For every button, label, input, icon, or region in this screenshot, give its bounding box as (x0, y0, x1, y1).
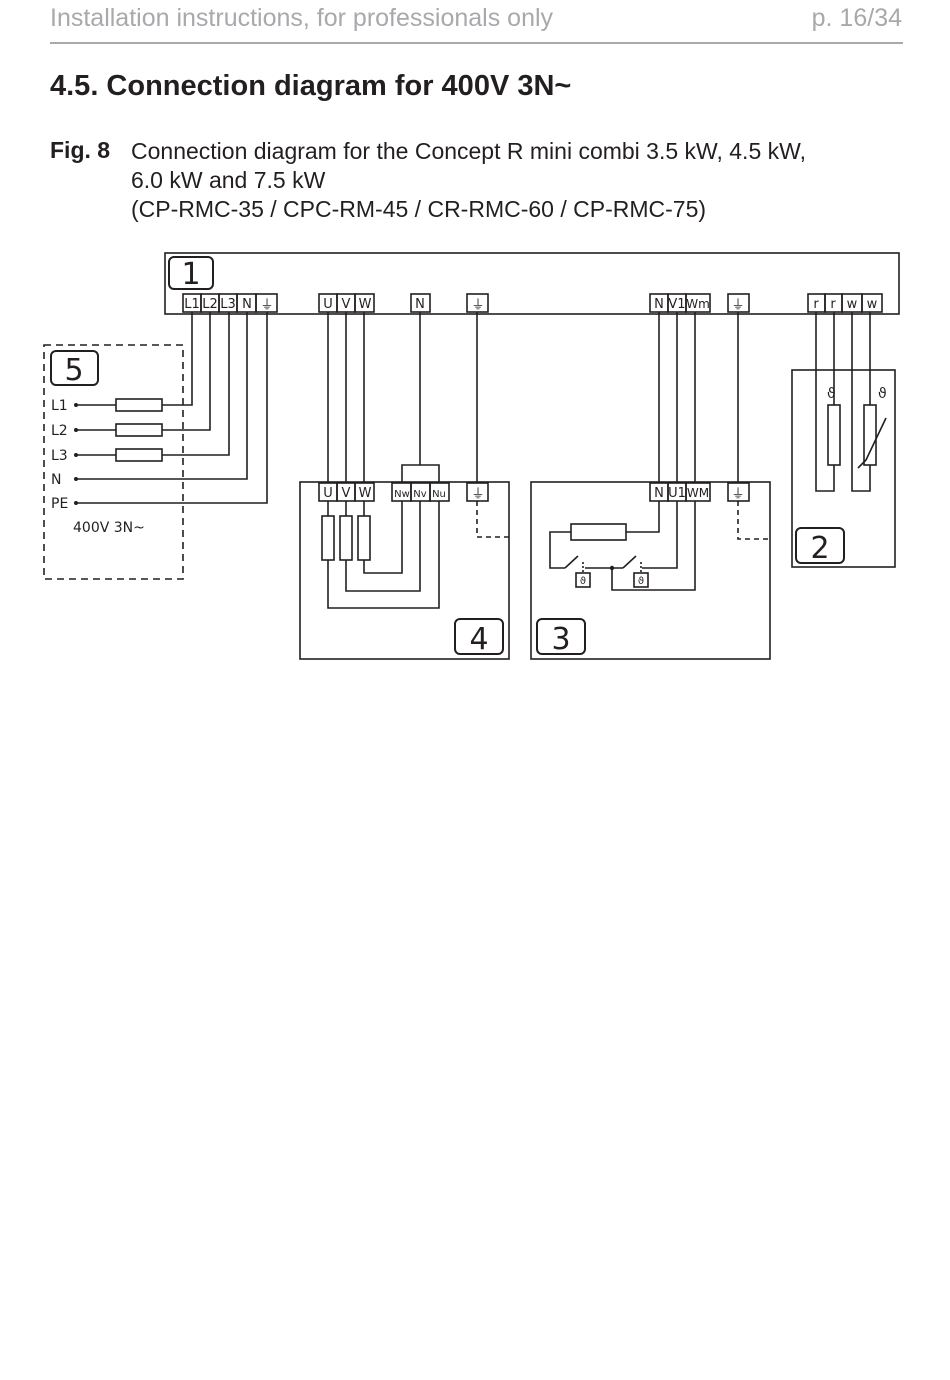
svg-text:ϑ: ϑ (638, 576, 644, 587)
thermostat-box (530, 481, 771, 660)
caption-line-3: (CP-RMC-35 / CPC-RM-45 / CR-RMC-60 / CP-… (131, 196, 707, 222)
svg-text:W: W (359, 297, 372, 312)
supply-wires (76, 312, 268, 504)
svg-text:r: r (830, 297, 836, 312)
svg-text:⏚: ⏚ (260, 298, 273, 313)
svg-text:N: N (51, 472, 61, 488)
svg-text:U: U (323, 297, 333, 312)
caption-line-1: Connection diagram for the Concept R min… (131, 138, 806, 164)
svg-text:ϑ: ϑ (580, 576, 586, 587)
supply-box (43, 344, 184, 580)
callout-1-box (168, 256, 214, 290)
thermostat-wires (549, 312, 770, 591)
svg-text:2: 2 (810, 531, 829, 566)
terminal-dots (74, 403, 615, 571)
heating-element-box (299, 481, 510, 660)
svg-text:w: w (847, 297, 858, 312)
thermostat-lower-labels: N U1 WM ⏚ (654, 486, 744, 502)
control-unit-box (164, 252, 900, 315)
svg-text:r: r (813, 297, 819, 312)
figure-caption: Connection diagram for the Concept R min… (131, 137, 891, 224)
sensor-wires (815, 312, 887, 492)
svg-text:PE: PE (51, 496, 68, 512)
svg-text:Wm: Wm (686, 297, 710, 311)
svg-text:L2: L2 (202, 297, 218, 312)
svg-text:WM: WM (687, 486, 709, 500)
callout-4-box (454, 618, 504, 655)
section-title: 4.5. Connection diagram for 400V 3N~ (50, 70, 572, 102)
svg-text:L3: L3 (51, 448, 68, 464)
heating-resistors (321, 501, 440, 609)
figure-label: Fig. 8 (50, 137, 111, 163)
svg-text:1: 1 (181, 257, 200, 292)
svg-text:N: N (654, 297, 664, 312)
supply-terminal-cells (182, 293, 278, 313)
callout-numbers: 1 2 3 4 5 (64, 257, 829, 657)
thermostat-switch-icons: ϑ ϑ (580, 576, 644, 587)
page-number: p. 16/34 (811, 4, 902, 32)
svg-text:Nw: Nw (394, 489, 410, 500)
thermostat-terminal-labels: N V1 Wm ⏚ (654, 297, 744, 313)
svg-text:w: w (867, 297, 878, 312)
svg-text:⏚: ⏚ (471, 298, 484, 313)
svg-text:Nv: Nv (413, 489, 426, 500)
svg-text:L1: L1 (51, 398, 68, 414)
element-wires (327, 312, 509, 538)
svg-text:4: 4 (469, 622, 488, 657)
svg-text:L3: L3 (220, 297, 236, 312)
fuse-l2 (115, 423, 163, 437)
svg-text:3: 3 (551, 622, 570, 657)
sensor-box (791, 369, 896, 568)
svg-text:⏚: ⏚ (731, 298, 744, 313)
svg-text:N: N (242, 297, 252, 312)
svg-text:⏚: ⏚ (731, 487, 744, 502)
callout-3-box (536, 618, 586, 655)
svg-text:V: V (342, 297, 351, 312)
svg-text:W: W (359, 486, 372, 501)
svg-text:V1: V1 (668, 297, 685, 312)
svg-text:L1: L1 (184, 297, 200, 312)
caption-line-2: 6.0 kW and 7.5 kW (131, 167, 326, 193)
svg-text:⏚: ⏚ (471, 487, 484, 502)
svg-text:N: N (415, 297, 425, 312)
element-terminal-labels: U V W N ⏚ (323, 297, 484, 313)
fuse-l1 (115, 398, 163, 412)
header-divider (50, 42, 903, 44)
thermistor-icon: ϑ (878, 386, 887, 402)
svg-text:U: U (323, 486, 333, 501)
supply-rating: 400V 3N~ (73, 520, 145, 536)
heater-terminal-labels: U V W Nw Nv Nu ⏚ (323, 486, 484, 502)
thermal-sensor-icon: ϑ (827, 386, 836, 402)
supply-terminal-labels: L1 L2 L3 N ⏚ (184, 297, 273, 313)
callout-5-box (50, 350, 99, 386)
svg-text:V: V (342, 486, 351, 501)
sensor-terminal-labels: r r w w (813, 297, 877, 312)
svg-text:U1: U1 (668, 486, 686, 501)
svg-text:5: 5 (64, 353, 83, 388)
callout-2-box (795, 527, 845, 564)
supply-line-labels: L1 L2 L3 N PE (51, 398, 68, 512)
fuse-l3 (115, 448, 163, 462)
svg-text:Nu: Nu (432, 489, 446, 500)
header-title: Installation instructions, for professio… (50, 4, 554, 32)
svg-text:L2: L2 (51, 423, 68, 439)
svg-text:N: N (654, 486, 664, 501)
